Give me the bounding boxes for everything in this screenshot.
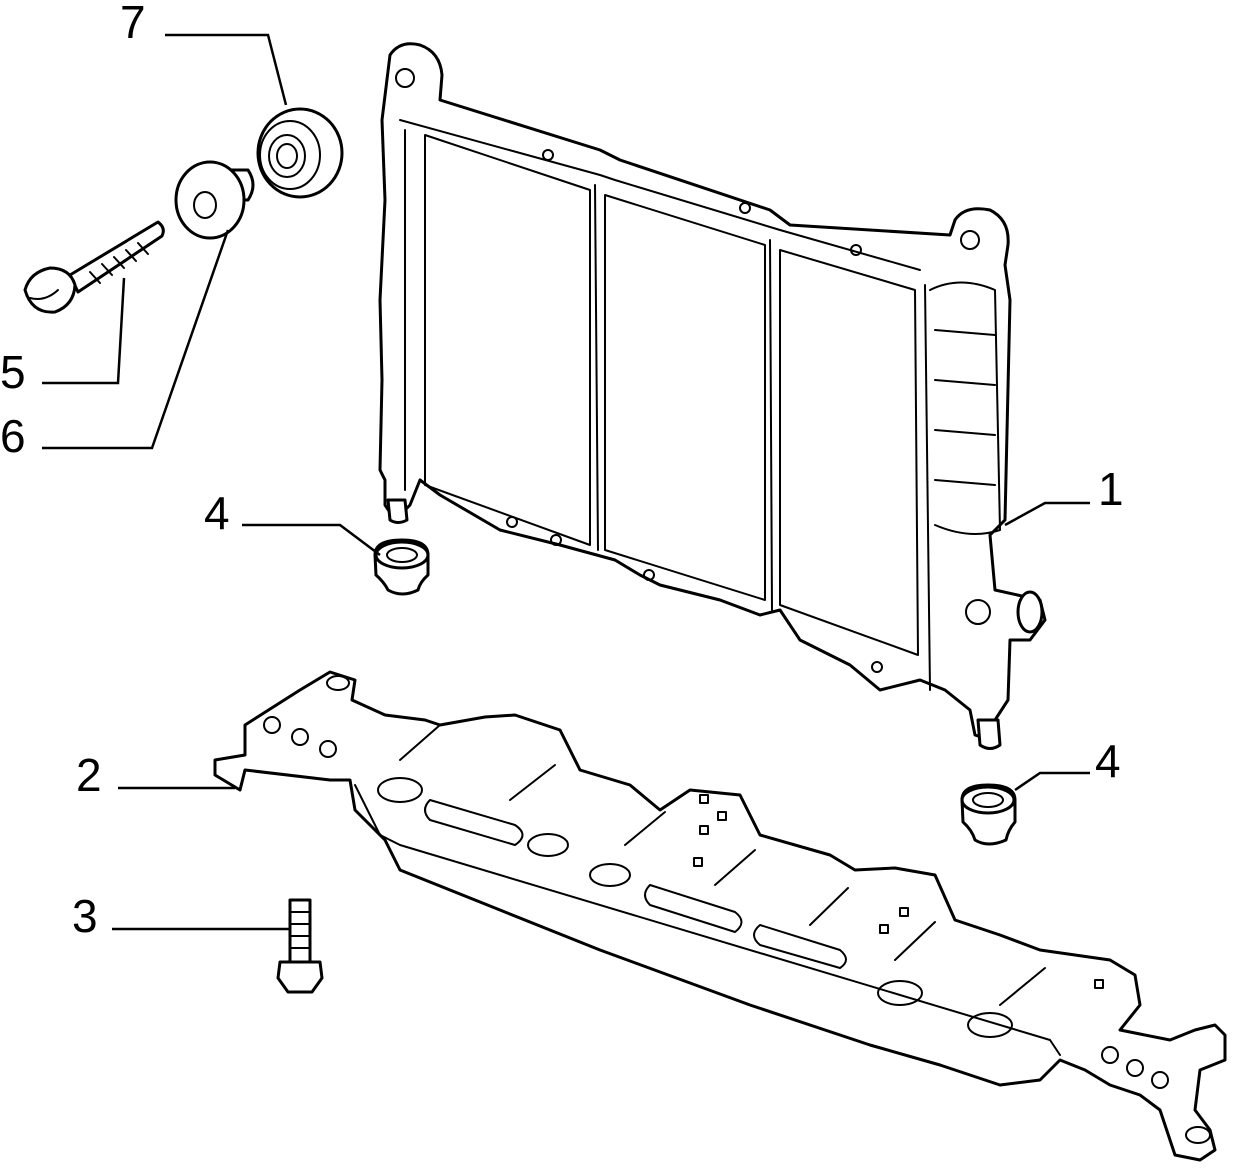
- callout-5: 5: [0, 346, 26, 398]
- callout-1: 1: [1098, 463, 1124, 515]
- grommet-lower: [960, 783, 1017, 846]
- grommet-upper: [373, 538, 430, 596]
- callout-7: 7: [120, 0, 146, 48]
- long-bolt: [23, 220, 165, 314]
- leader-lines: [42, 33, 1090, 931]
- bushing: [256, 107, 344, 199]
- crossmember: [213, 670, 1227, 1162]
- callout-6: 6: [0, 410, 26, 462]
- callout-4-upper: 4: [204, 487, 230, 539]
- spacer: [174, 160, 255, 240]
- short-bolt: [276, 898, 324, 994]
- radiator: [378, 42, 1047, 750]
- callout-2: 2: [76, 749, 102, 801]
- callout-labels: 7 5 6 4 1 4 2 3: [0, 0, 1124, 942]
- callout-3: 3: [72, 890, 98, 942]
- callout-4-lower: 4: [1095, 735, 1121, 787]
